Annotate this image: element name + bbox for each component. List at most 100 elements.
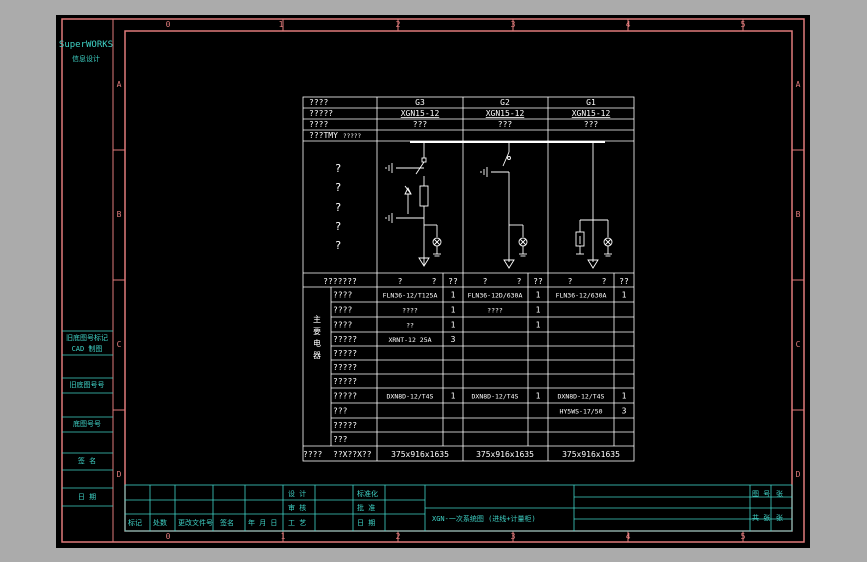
- g3-col-a: ?: [398, 277, 403, 286]
- strip-field-2: CAD 制图: [72, 344, 103, 353]
- ruler-bottom-4: 4: [626, 532, 631, 541]
- device-row-7-label: ?????: [333, 377, 357, 386]
- ruler-right-B: B: [796, 210, 801, 219]
- tb-mid-2: 审 核: [288, 503, 306, 512]
- scheme-char-5: ?: [335, 239, 342, 252]
- side-label-4: 器: [313, 351, 321, 360]
- tb-right-2: 批 准: [357, 503, 375, 512]
- device-row-3-c1: ??: [406, 322, 414, 330]
- scheme-char-3: ?: [335, 201, 342, 214]
- ruler-top-0: 0: [166, 20, 171, 29]
- ruler-labels: 0 1 2 3 4 5 0 1 2 3 4 5 A B C D A B C D: [117, 20, 801, 541]
- ruler-right-C: C: [796, 340, 801, 349]
- logo-bottom: 信息设计: [72, 54, 100, 63]
- device-row-2-q2: 1: [536, 306, 541, 315]
- device-row-6-label: ?????: [333, 363, 357, 372]
- hdr-label-3: ????: [309, 120, 328, 129]
- device-row-8-c1: DXN8D-12/T4S: [387, 393, 434, 401]
- device-row-11-label: ???: [333, 435, 348, 444]
- g3-col-b: ?: [432, 277, 437, 286]
- paper-background: [56, 15, 810, 548]
- tb-mid-3: 工 艺: [288, 519, 306, 527]
- strip-field-6: 日 期: [78, 493, 96, 501]
- ruler-top-3: 3: [511, 20, 516, 29]
- ruler-bottom-5: 5: [741, 532, 746, 541]
- strip-field-4: 底图号号: [73, 419, 101, 428]
- ruler-left-C: C: [117, 340, 122, 349]
- g2-col-a: ?: [483, 277, 488, 286]
- ruler-bottom-1: 1: [281, 532, 286, 541]
- g2-col-b: ?: [517, 277, 522, 286]
- footer-dim-g2: 375x916x1635: [476, 450, 534, 459]
- left-strip: SuperWORKS 信息设计 旧底图号标记 CAD 制图 旧底图号号 底图号号…: [59, 19, 114, 542]
- device-row-4-label: ?????: [333, 335, 357, 344]
- g2-qty: ??: [533, 277, 543, 286]
- side-label-1: 主: [313, 314, 321, 324]
- tb-left-2: 处数: [153, 518, 167, 527]
- footer-dim-g3: 375x916x1635: [391, 450, 449, 459]
- device-row-4-c1: XRNT-12 25A: [388, 336, 431, 344]
- tb-corner-1: 图 号: [752, 490, 770, 498]
- col-g1-sub: ???: [584, 120, 599, 129]
- tb-corner-2: 共 张: [752, 513, 770, 522]
- device-row-1-c2: FLN36-12D/630A: [468, 292, 523, 300]
- feeder-g1: [575, 142, 613, 269]
- device-row-2-c1: ????: [402, 307, 418, 315]
- ruler-right-D: D: [796, 470, 801, 479]
- device-row-8-c2: DXN8D-12/T4S: [472, 393, 519, 401]
- footer-dim-label: ??X??X??: [333, 450, 372, 459]
- col-g2-id: G2: [500, 98, 510, 107]
- device-row-8-q3: 1: [622, 392, 627, 401]
- g1-col-b: ?: [602, 277, 607, 286]
- device-row-2-q1: 1: [451, 306, 456, 315]
- device-row-1-q3: 1: [622, 291, 627, 300]
- device-row-1-c3: FLN36-12/630A: [556, 292, 607, 300]
- device-row-8-q1: 1: [451, 392, 456, 401]
- device-row-10-label: ?????: [333, 421, 357, 430]
- ruler-left-A: A: [117, 80, 122, 89]
- device-row-3-q2: 1: [536, 321, 541, 330]
- ruler-left-D: D: [117, 470, 122, 479]
- ruler-bottom-0: 0: [166, 532, 171, 541]
- device-row-1-q1: 1: [451, 291, 456, 300]
- col-g3-id: G3: [415, 98, 425, 107]
- device-row-9-label: ???: [333, 407, 348, 416]
- device-row-8-label: ?????: [333, 392, 357, 401]
- col-g1-id: G1: [586, 98, 596, 107]
- device-row-1-label: ????: [333, 291, 352, 300]
- tb-corner-mark-2: 张: [776, 513, 783, 522]
- device-row-1-q2: 1: [536, 291, 541, 300]
- single-line-diagram: [385, 141, 613, 269]
- tb-right-1: 标准化: [357, 489, 378, 498]
- g1-col-a: ?: [568, 277, 573, 286]
- footer-label: ????: [303, 450, 322, 459]
- device-header-label: ???????: [323, 277, 357, 286]
- device-row-3-label: ????: [333, 321, 352, 330]
- g3-qty: ??: [448, 277, 458, 286]
- logo-top: SuperWORKS: [59, 40, 113, 50]
- strip-field-1: 旧底图号标记: [66, 333, 108, 342]
- ruler-right-A: A: [796, 80, 801, 89]
- strip-field-5: 签 名: [78, 456, 96, 465]
- tmy-value: ?????: [343, 133, 361, 140]
- hdr-label-1: ????: [309, 98, 328, 107]
- device-row-3-q1: 1: [451, 321, 456, 330]
- ruler-top-2: 2: [396, 20, 401, 29]
- device-row-9-q3: 3: [622, 407, 627, 416]
- device-row-2-c2: ????: [487, 307, 503, 315]
- device-row-1-c1: FLN36-12/T125A: [383, 292, 438, 300]
- strip-field-3: 旧底图号号: [70, 380, 105, 389]
- ruler-top-4: 4: [626, 20, 631, 29]
- feeder-g3: [385, 142, 442, 267]
- ruler-bottom-2: 2: [396, 532, 401, 541]
- tb-mid-1: 设 计: [288, 489, 306, 498]
- hdr-label-4: ???TMY: [309, 131, 338, 140]
- tb-left-1: 标记: [128, 518, 142, 527]
- scheme-char-2: ?: [335, 181, 342, 194]
- tb-corner-mark-1: 张: [776, 489, 783, 498]
- col-g3-sub: ???: [413, 120, 428, 129]
- ruler-ticks: [113, 19, 804, 542]
- device-row-5-label: ?????: [333, 349, 357, 358]
- tb-drawing-name: XGN-一次系统图 (进线+计量柜): [432, 514, 536, 523]
